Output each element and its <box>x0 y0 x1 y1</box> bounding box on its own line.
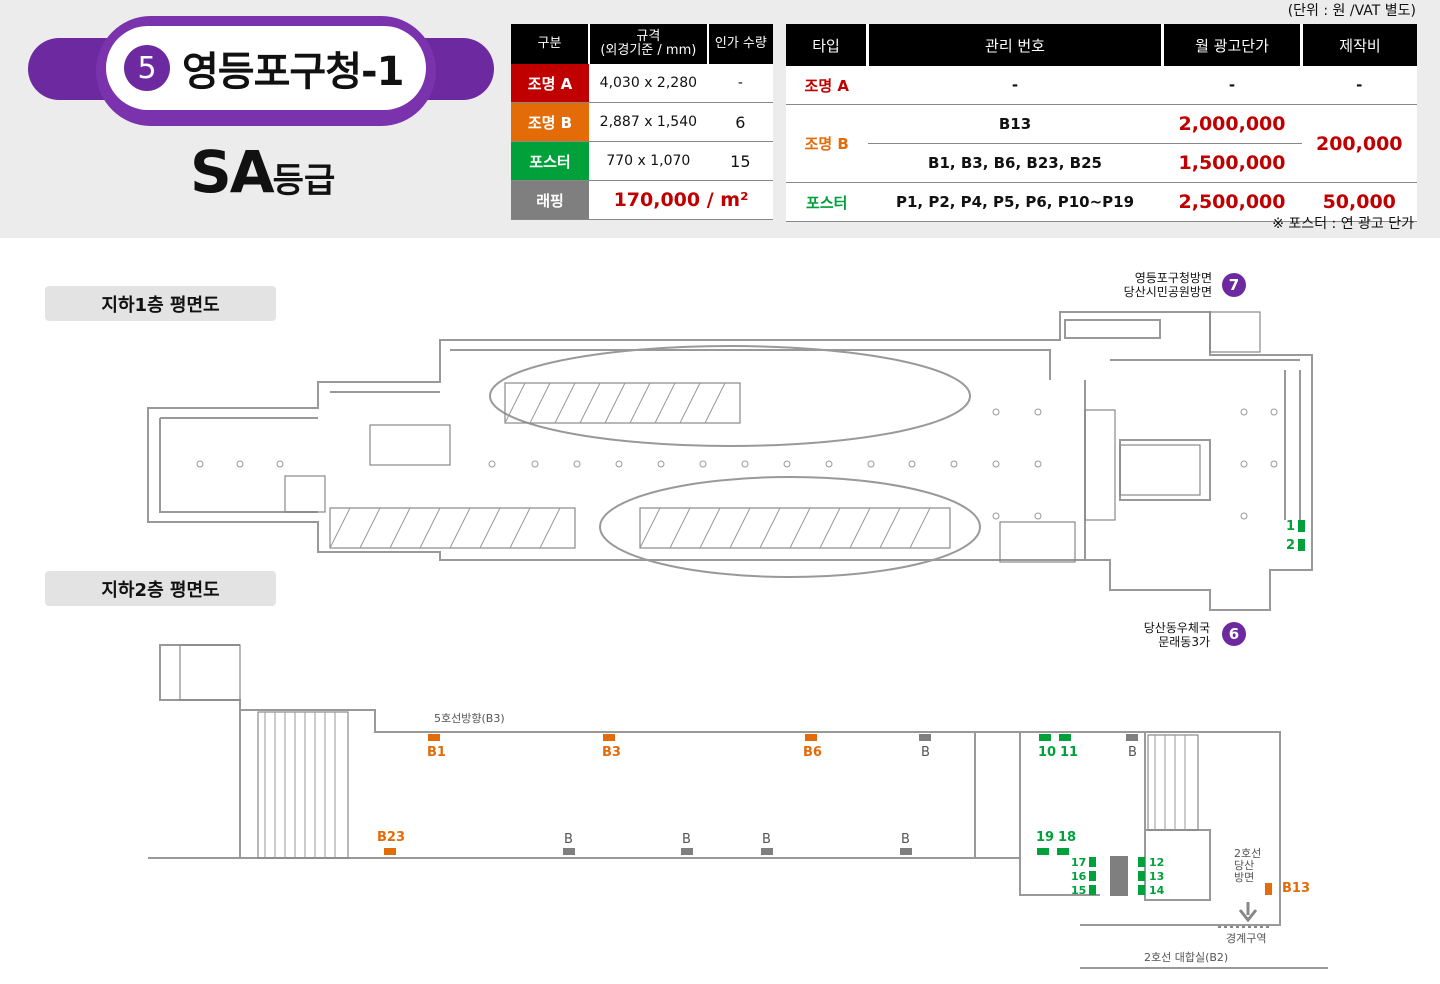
poster-14: 14 <box>1149 884 1165 897</box>
spec-qty: 15 <box>707 141 773 181</box>
exit-7-icon: 7 <box>1222 273 1246 297</box>
spec-cat: 조명 A <box>511 64 589 103</box>
price-header-type: 타입 <box>786 24 869 66</box>
price-value: 1,500,000 <box>1162 143 1302 183</box>
poster-17: 17 <box>1071 856 1087 869</box>
station-number: 5 <box>124 45 170 91</box>
price-header-fee: 제작비 <box>1301 24 1417 66</box>
price-id: B1, B3, B6, B23, B25 <box>867 143 1163 183</box>
poster-19: 19 <box>1036 830 1055 845</box>
poster-16: 16 <box>1071 870 1087 883</box>
table-row: 래핑 170,000 / m² <box>511 180 773 220</box>
price-header-price: 월 광고단가 <box>1162 24 1303 66</box>
ad-b-gray: B <box>901 832 910 847</box>
table-row: 조명 A - - - <box>786 66 1417 105</box>
spec-header-size: 규격(외경기준 / mm) <box>589 24 709 64</box>
price-header-id: 관리 번호 <box>867 24 1164 66</box>
station-grade: SA등급 <box>190 138 336 206</box>
poster-note: ※ 포스터 : 연 광고 단가 <box>1272 216 1414 232</box>
spec-size: 2,887 x 1,540 <box>589 102 708 142</box>
price-fee: 200,000 <box>1301 104 1417 183</box>
station-badge-inner: 5 영등포구청-1 <box>106 26 426 110</box>
price-value: 2,500,000 <box>1162 182 1302 222</box>
table-row: 조명 B 2,887 x 1,540 6 <box>511 102 773 142</box>
ad-b1: B1 <box>427 745 446 760</box>
price-table: 타입 관리 번호 월 광고단가 제작비 조명 A - - - 조명 B B13 … <box>786 24 1417 222</box>
price-fee: 50,000 <box>1301 182 1417 222</box>
spec-size: 4,030 x 2,280 <box>589 64 708 103</box>
b1-marker-1: 1 <box>1286 519 1296 534</box>
wrap-price: 170,000 / m² <box>589 180 773 220</box>
price-fee: - <box>1301 66 1417 105</box>
price-id: P1, P2, P4, P5, P6, P10~P19 <box>867 182 1163 222</box>
spec-cat: 래핑 <box>511 180 589 220</box>
direction-line5: 5호선방향(B3) <box>434 712 505 725</box>
price-type: 포스터 <box>786 182 868 222</box>
spec-header-qty: 인가 수량 <box>707 24 773 64</box>
floor-label-b1: 지하1층 평면도 <box>45 286 276 321</box>
ad-b3: B3 <box>602 745 621 760</box>
ad-b-gray: B <box>1128 745 1137 760</box>
price-id: B13 <box>867 104 1163 144</box>
spec-header-category: 구분 <box>511 24 590 64</box>
poster-15: 15 <box>1071 884 1087 897</box>
table-row: 포스터 770 x 1,070 15 <box>511 141 773 181</box>
poster-11: 11 <box>1060 745 1079 760</box>
table-row: B1, B3, B6, B23, B25 1,500,000 <box>786 143 1417 183</box>
price-type: 조명 B <box>786 104 868 183</box>
spec-cat: 포스터 <box>511 141 589 181</box>
exit-6-icon: 6 <box>1222 622 1246 646</box>
transfer-label: 2호선 대합실(B2) <box>1144 951 1229 964</box>
spec-qty: 6 <box>707 102 773 142</box>
price-id: - <box>867 66 1163 105</box>
ad-b6: B6 <box>803 745 822 760</box>
price-value: 2,000,000 <box>1162 104 1302 144</box>
boundary-label: 경계구역 <box>1226 932 1267 945</box>
ad-b-gray: B <box>762 832 771 847</box>
table-row: 포스터 P1, P2, P4, P5, P6, P10~P19 2,500,00… <box>786 182 1417 222</box>
spec-cat: 조명 B <box>511 102 589 142</box>
unit-note: (단위 : 원 /VAT 별도) <box>1287 3 1416 19</box>
ad-b-gray: B <box>564 832 573 847</box>
poster-12: 12 <box>1149 856 1165 869</box>
b1-marker-2: 2 <box>1286 538 1296 553</box>
spec-table: 구분 규격(외경기준 / mm) 인가 수량 조명 A 4,030 x 2,28… <box>511 24 773 220</box>
spec-qty: - <box>707 64 773 103</box>
price-type: 조명 A <box>786 66 868 105</box>
table-row: 조명 A 4,030 x 2,280 - <box>511 64 773 103</box>
ad-b-gray: B <box>682 832 691 847</box>
ad-b23: B23 <box>377 830 405 845</box>
price-value: - <box>1162 66 1302 105</box>
spec-size: 770 x 1,070 <box>589 141 708 181</box>
line2-direction: 2호선 당산 방면 <box>1234 847 1262 885</box>
poster-18: 18 <box>1058 830 1077 845</box>
poster-10: 10 <box>1038 745 1057 760</box>
ad-b-gray: B <box>921 745 930 760</box>
poster-13: 13 <box>1149 870 1165 883</box>
table-row: 조명 B B13 2,000,000 200,000 <box>786 104 1417 183</box>
floor-label-b2: 지하2층 평면도 <box>45 571 276 606</box>
station-name: 영등포구청-1 <box>182 49 404 95</box>
ad-b13: B13 <box>1282 881 1310 896</box>
